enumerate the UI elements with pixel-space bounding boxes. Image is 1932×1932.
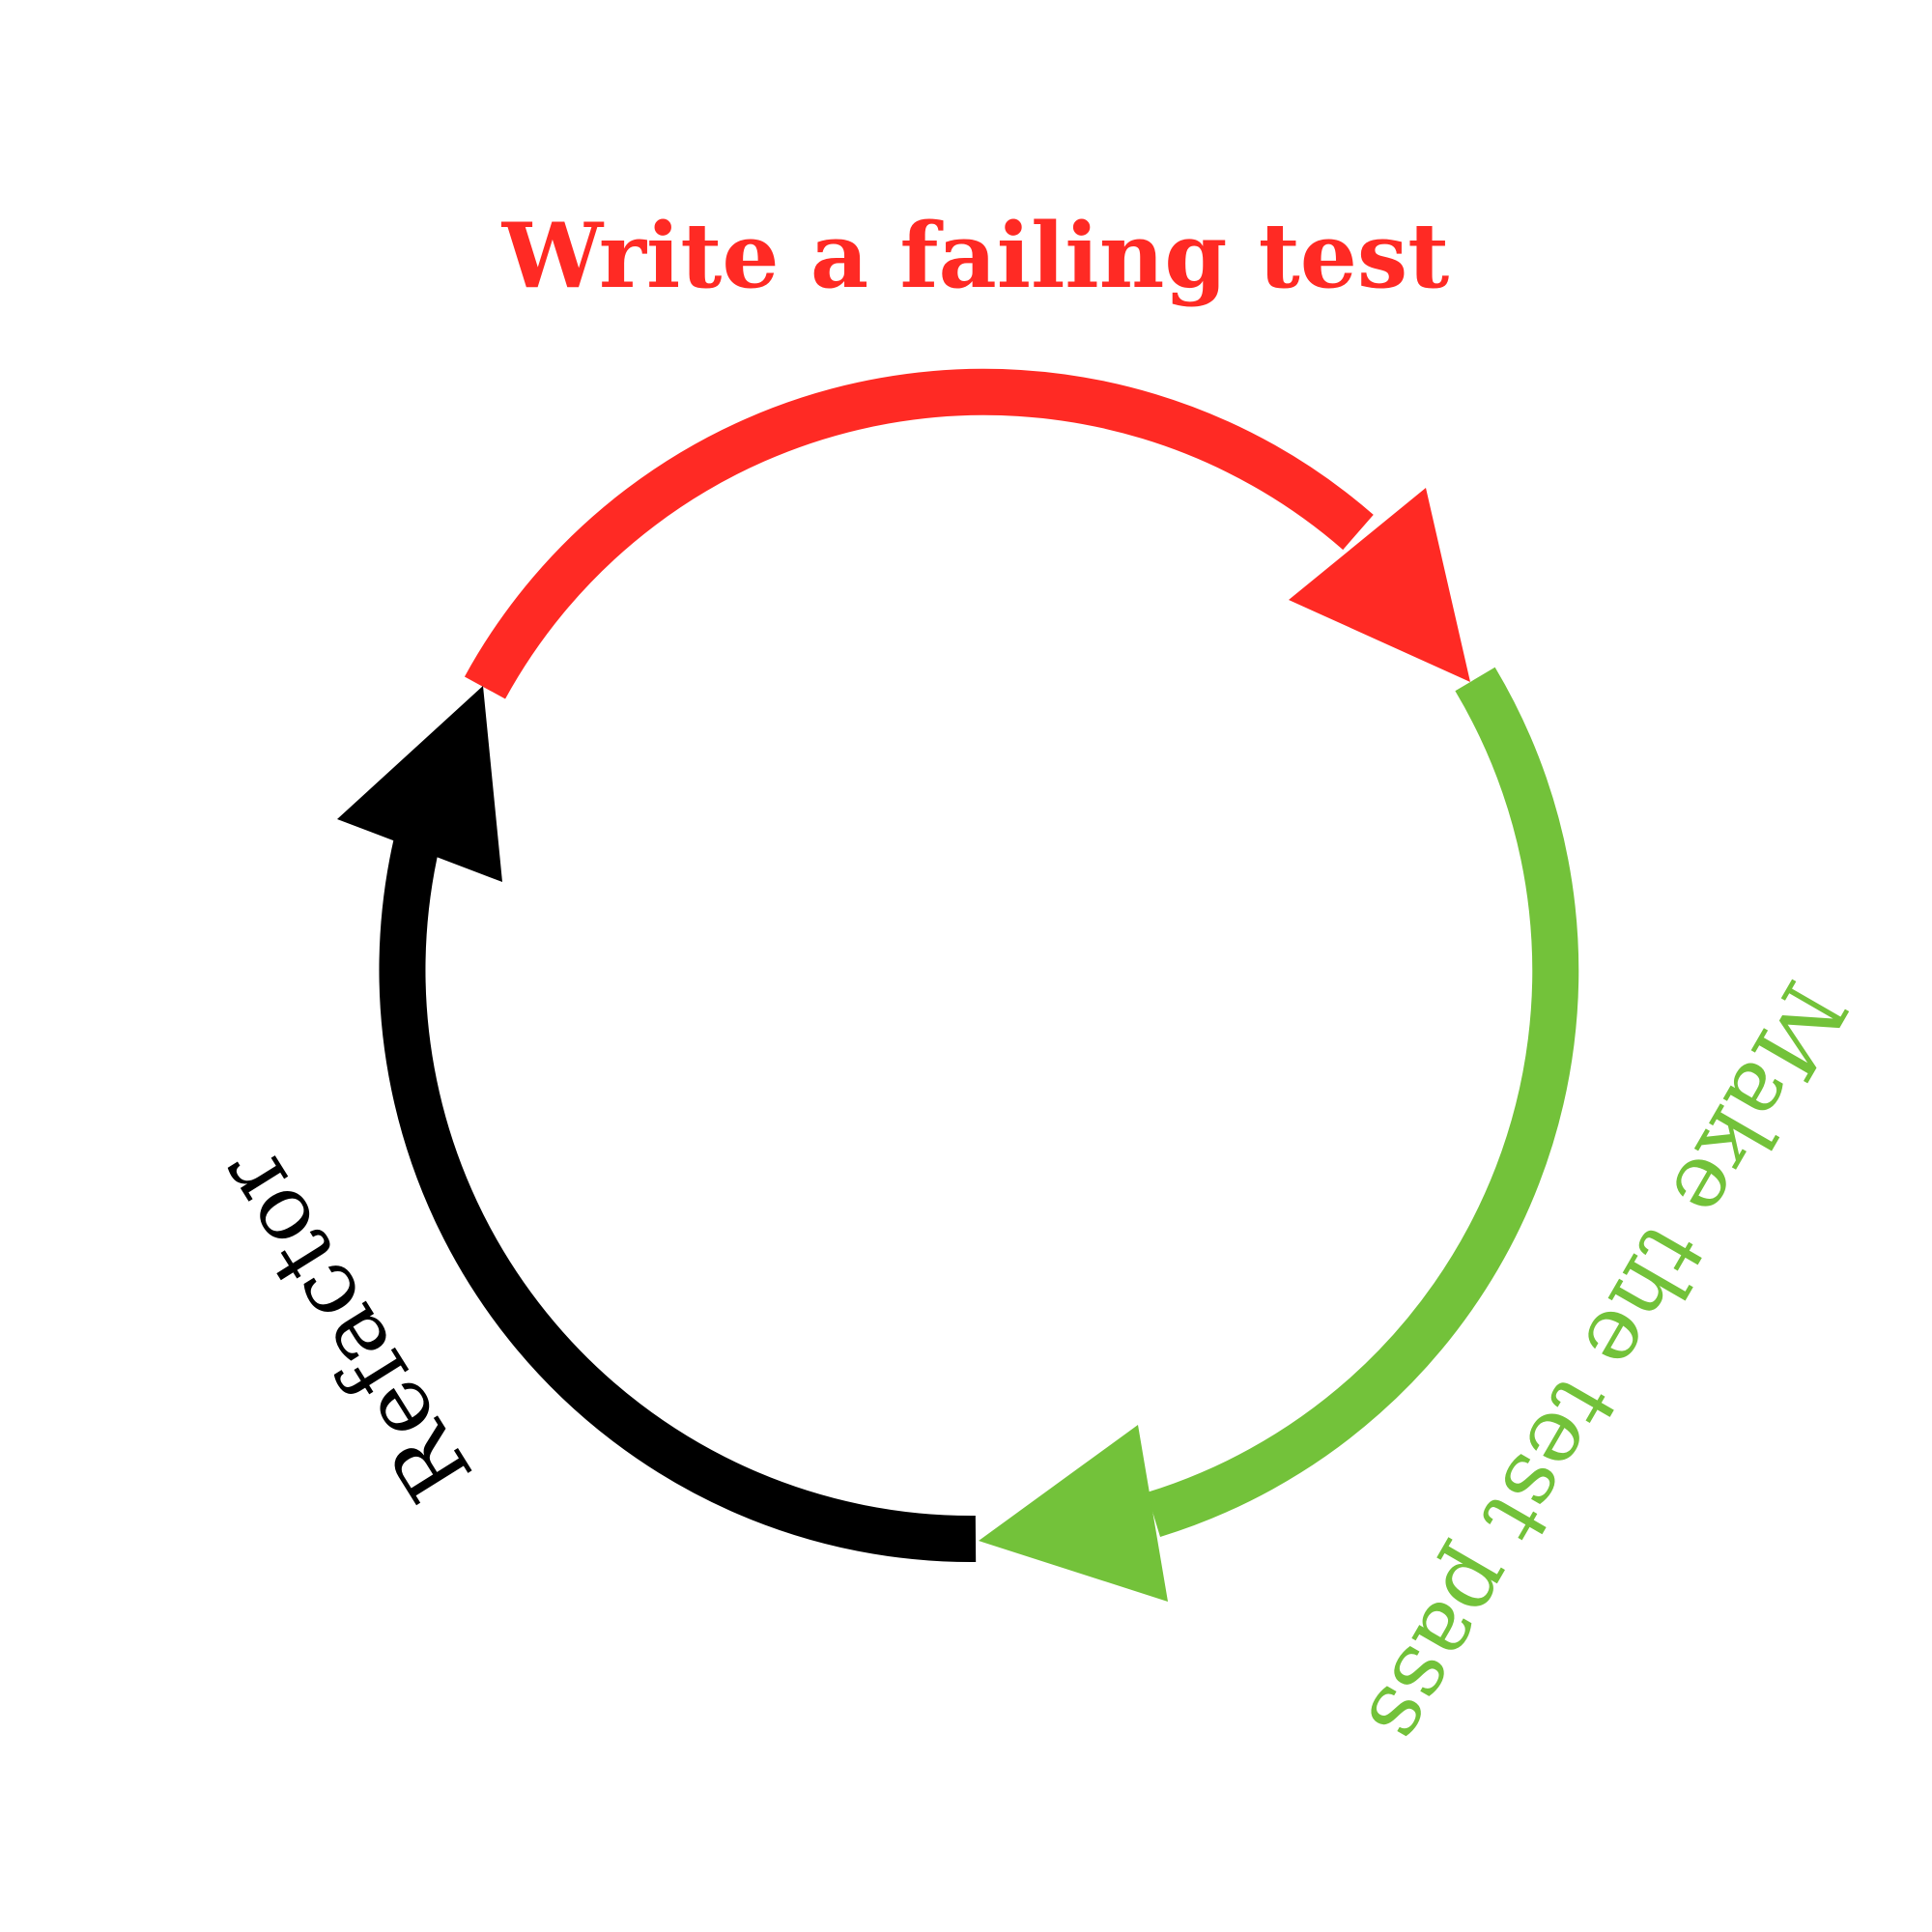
green-arrowhead — [979, 1425, 1168, 1602]
green-stage — [979, 667, 1579, 1602]
red-stage — [464, 368, 1470, 699]
red-arc — [464, 368, 1374, 699]
red-arrowhead — [1289, 488, 1470, 682]
black-arrowhead — [337, 686, 502, 882]
black-arc — [379, 838, 977, 1563]
green-arc — [1146, 667, 1579, 1537]
black-stage — [337, 686, 977, 1563]
label-write-failing-test: Write a failing test — [501, 203, 1449, 308]
